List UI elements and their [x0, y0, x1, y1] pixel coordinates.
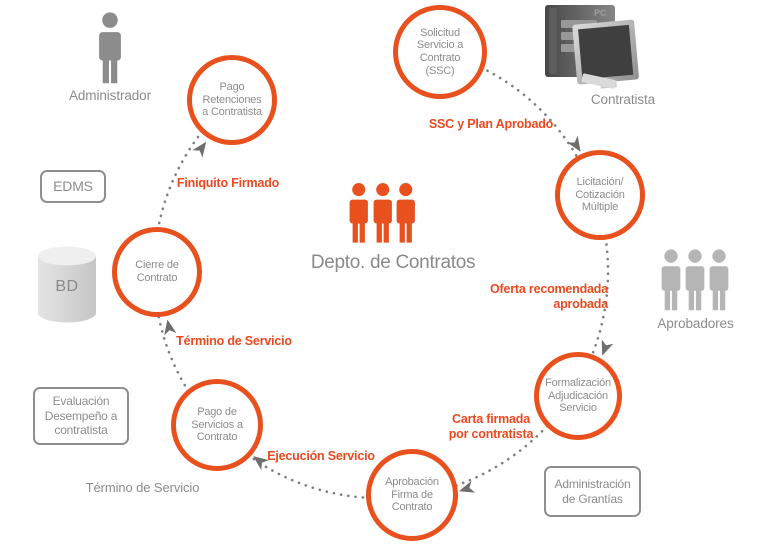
edge-label-ssc-plan: SSC y Plan Aprobado — [428, 117, 554, 131]
evaluacion-box: Evaluación Desempeño a contratista — [33, 387, 129, 445]
person-icon — [373, 183, 392, 243]
person-icon — [661, 249, 681, 311]
person-icon — [685, 249, 705, 311]
bd-database-icon: BD — [36, 246, 98, 324]
arrow-to-aprobacion — [459, 480, 476, 493]
arrow-to-cierre — [164, 319, 177, 336]
person-icon — [396, 183, 415, 243]
flow-node-cierre: Cierre de Contrato — [112, 227, 202, 317]
arrow-to-licitacion — [567, 135, 581, 152]
flow-node-aprobacion: Aprobación Firma de Contrato — [366, 449, 458, 541]
arrow-to-formalizacion — [601, 339, 614, 356]
flow-node-licitacion: Licitación/ Cotización Múltiple — [555, 150, 645, 240]
edge-label-finiquito: Finiquito Firmado — [176, 176, 280, 190]
cylinder-icon — [38, 246, 96, 323]
person-icon — [349, 183, 368, 243]
flow-node-ssc: Solicitud Servicio a Contrato (SSC) — [393, 5, 487, 99]
person-icon — [99, 12, 121, 84]
flow-node-pago-retenciones: Pago Retenciones a Contratista — [187, 55, 277, 145]
termino-servicio-gray-label: Término de Servicio — [85, 480, 200, 495]
contratista-label: Contratista — [590, 92, 656, 107]
contratista-computer-icon: PC — [545, 5, 639, 89]
edge-label-carta: Carta firmada por contratista — [448, 412, 534, 441]
bd-label: BD — [55, 278, 79, 295]
flow-node-formalizacion: Formalización Adjudicación Servicio — [534, 352, 622, 440]
page-title: Depto. de Contratos — [310, 252, 476, 273]
aprobadores-label: Aprobadores — [657, 316, 734, 331]
administrador-icon — [97, 12, 123, 84]
pc-label: PC — [594, 8, 607, 18]
administrador-label: Administrador — [69, 88, 151, 103]
arrow-to-pago-retenciones — [192, 141, 207, 158]
edge-label-oferta: Oferta recomendada aprobada — [490, 282, 608, 311]
aprobadores-icon — [660, 249, 732, 311]
contracts-dept-icon — [348, 182, 419, 244]
edms-box: EDMS — [40, 170, 106, 203]
garantias-box: Administración de Grantías — [544, 466, 641, 517]
flow-node-pago-servicios: Pago de Servicios a Contrato — [171, 379, 263, 471]
edge-label-ejecucion: Ejecución Servicio — [267, 449, 375, 463]
arrow-to-pago-servicios — [253, 456, 269, 471]
edge-label-termino-servicio: Término de Servicio — [176, 334, 292, 348]
person-icon — [709, 249, 729, 311]
